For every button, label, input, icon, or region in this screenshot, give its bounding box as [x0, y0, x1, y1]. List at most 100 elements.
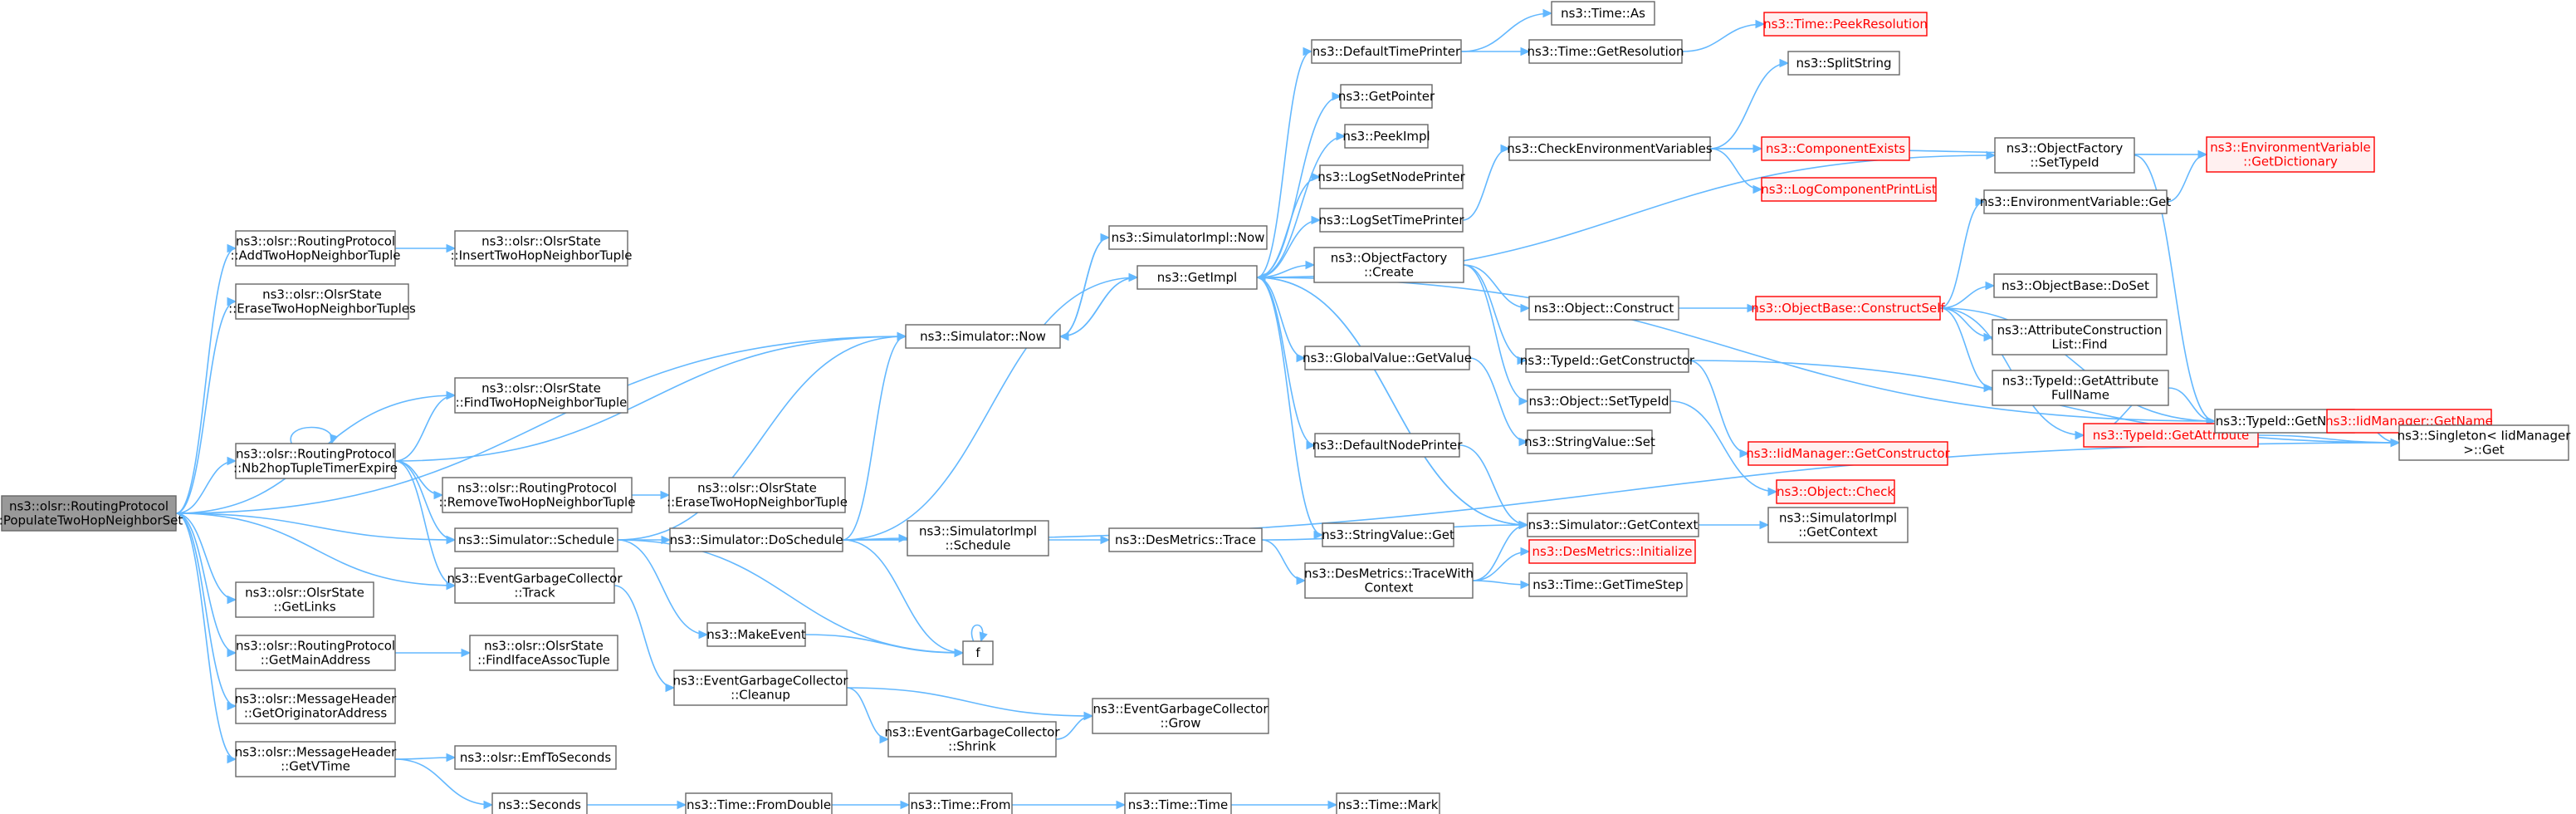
node-timeTime[interactable]: ns3::Time::Time — [1124, 792, 1232, 814]
node-singletonGet-box — [2398, 424, 2569, 461]
node-tidGetAttrFull-label-0: ns3::TypeId::GetAttribute — [2002, 374, 2158, 389]
node-compExists[interactable]: ns3::ComponentExists — [1761, 136, 1910, 161]
node-checkEnv-box — [1508, 136, 1711, 161]
node-singletonGet-label-1: >::Get — [2463, 443, 2505, 458]
node-timeTime-box — [1124, 792, 1232, 814]
edge-objFactCreate-to-typeIdGetCtor-arrowhead — [1517, 356, 1528, 365]
node-getOrig[interactable]: ns3::olsr::MessageHeader::GetOriginatorA… — [235, 688, 397, 724]
node-getOrig-box — [235, 688, 396, 724]
node-envGet[interactable]: ns3::EnvironmentVariable::Get — [1980, 189, 2171, 214]
node-nb2hop[interactable]: ns3::olsr::RoutingProtocol::Nb2hopTupleT… — [233, 443, 398, 479]
node-makeEvent[interactable]: ns3::MakeEvent — [706, 622, 806, 647]
node-fromDouble[interactable]: ns3::Time::FromDouble — [685, 792, 833, 814]
node-objSetTypeId[interactable]: ns3::Object::SetTypeId — [1527, 389, 1671, 414]
node-typeIdGetCtor[interactable]: ns3::TypeId::GetConstructor — [1520, 348, 1695, 373]
node-timeGetStep[interactable]: ns3::Time::GetTimeStep — [1528, 572, 1688, 597]
edge-nb2hop-to-findTwoHop — [394, 395, 456, 462]
node-objFactCreate[interactable]: ns3::ObjectFactory::Create — [1313, 247, 1464, 283]
node-checkEnv[interactable]: ns3::CheckEnvironmentVariables — [1507, 136, 1713, 161]
node-desInit[interactable]: ns3::DesMetrics::Initialize — [1528, 539, 1696, 564]
node-getVTime[interactable]: ns3::olsr::MessageHeader::GetVTime — [235, 741, 397, 777]
node-attrListFind-label-0: ns3::AttributeConstruction — [1997, 323, 2163, 338]
node-emf-box — [454, 745, 617, 770]
node-timeFrom[interactable]: ns3::Time::From — [908, 792, 1013, 814]
node-desTrace[interactable]: ns3::DesMetrics::Trace — [1108, 527, 1263, 552]
node-splitString[interactable]: ns3::SplitString — [1787, 51, 1900, 76]
node-simGetContext[interactable]: ns3::Simulator::GetContext — [1527, 512, 1699, 537]
node-strValSet[interactable]: ns3::StringValue::Set — [1524, 429, 1655, 454]
edge-getVTime-to-seconds — [394, 758, 493, 806]
node-egcTrack[interactable]: ns3::EventGarbageCollector::Track — [447, 567, 623, 604]
node-egcTrack-box — [454, 567, 615, 604]
node-logSetNode[interactable]: ns3::LogSetNodePrinter — [1317, 164, 1466, 189]
node-timeGetRes[interactable]: ns3::Time::GetResolution — [1528, 39, 1684, 64]
node-gvGetValue[interactable]: ns3::GlobalValue::GetValue — [1303, 346, 1472, 370]
node-eraseTwoHop[interactable]: ns3::olsr::OlsrState::EraseTwoHopNeighbo… — [667, 477, 848, 513]
node-seconds[interactable]: ns3::Seconds — [491, 792, 588, 814]
node-iidGetCtor[interactable]: ns3::IidManager::GetConstructor — [1746, 441, 1951, 466]
node-findIface[interactable]: ns3::olsr::OlsrState::FindIfaceAssocTupl… — [469, 635, 618, 671]
node-objFactSetTid[interactable]: ns3::ObjectFactory::SetTypeId — [1994, 137, 2135, 174]
node-envGetDict-box — [2206, 136, 2375, 173]
node-egcShrink[interactable]: ns3::EventGarbageCollector::Shrink — [884, 721, 1060, 758]
edge-getMainAddr-to-findIface-arrowhead — [461, 648, 472, 658]
node-egcCleanup[interactable]: ns3::EventGarbageCollector::Cleanup — [672, 669, 848, 706]
node-objCheck[interactable]: ns3::Object::Check — [1776, 479, 1895, 504]
node-eraseTwoHop-label-0: ns3::olsr::OlsrState — [697, 481, 817, 496]
node-objBaseDoSet[interactable]: ns3::ObjectBase::DoSet — [1993, 273, 2158, 298]
node-peekImpl[interactable]: ns3::PeekImpl — [1342, 124, 1430, 149]
node-eraseTwoHops[interactable]: ns3::olsr::OlsrState::EraseTwoHopNeighbo… — [228, 283, 416, 320]
edge-root-to-addTwoHop-arrowhead — [227, 243, 237, 253]
node-findTwoHop[interactable]: ns3::olsr::OlsrState::FindTwoHopNeighbor… — [454, 377, 628, 414]
edge-getImpl-to-logSetNode — [1256, 176, 1321, 278]
node-timeMark[interactable]: ns3::Time::Mark — [1336, 792, 1440, 814]
node-egcGrow[interactable]: ns3::EventGarbageCollector::Grow — [1092, 698, 1269, 734]
node-timeAs[interactable]: ns3::Time::As — [1551, 1, 1655, 26]
edge-root-to-getMainAddr — [175, 512, 237, 654]
node-doSchedule[interactable]: ns3::Simulator::DoSchedule — [669, 527, 843, 552]
node-insertTwoHop[interactable]: ns3::olsr::OlsrState::InsertTwoHopNeighb… — [450, 230, 633, 267]
node-fromDouble-label-0: ns3::Time::FromDouble — [687, 797, 831, 812]
node-timeGetRes-label-0: ns3::Time::GetResolution — [1528, 44, 1684, 59]
node-logSetNode-box — [1319, 164, 1464, 189]
node-addTwoHop[interactable]: ns3::olsr::RoutingProtocol::AddTwoHopNei… — [230, 230, 401, 267]
edge-doSchedule-to-f — [842, 539, 964, 654]
node-singletonGet[interactable]: ns3::Singleton< IidManager >::Get — [2398, 424, 2572, 461]
node-fromDouble-box — [685, 792, 833, 814]
node-getMainAddr[interactable]: ns3::olsr::RoutingProtocol::GetMainAddre… — [235, 635, 396, 671]
node-root[interactable]: ns3::olsr::RoutingProtocol::PopulateTwoH… — [0, 495, 183, 532]
node-defTimePrinter[interactable]: ns3::DefaultTimePrinter — [1311, 39, 1462, 64]
node-simImplSchedule[interactable]: ns3::SimulatorImpl::Schedule — [907, 520, 1049, 557]
node-objConstruct[interactable]: ns3::Object::Construct — [1528, 296, 1679, 321]
node-simNow[interactable]: ns3::Simulator::Now — [905, 324, 1061, 349]
node-timeAs-box — [1551, 1, 1655, 26]
node-strValGet[interactable]: ns3::StringValue::Get — [1322, 522, 1454, 547]
node-schedule[interactable]: ns3::Simulator::Schedule — [454, 527, 618, 552]
node-envGetDict[interactable]: ns3::EnvironmentVariable::GetDictionary — [2206, 136, 2375, 173]
node-emf[interactable]: ns3::olsr::EmfToSeconds — [454, 745, 617, 770]
node-objFactSetTid-box — [1994, 137, 2135, 174]
node-getOrig-label-1: ::GetOriginatorAddress — [244, 706, 388, 721]
edge-egcCleanup-to-egcShrink — [846, 687, 889, 740]
node-removeTwoHop[interactable]: ns3::olsr::RoutingProtocol::RemoveTwoHop… — [439, 477, 636, 513]
node-splitString-label-0: ns3::SplitString — [1796, 56, 1892, 71]
node-f[interactable]: f — [962, 640, 994, 665]
edge-nb2hop-to-egcTrack — [394, 460, 456, 586]
node-tidGetAttrFull-label-1: FullName — [2051, 388, 2109, 403]
edge-nb2hop-to-egcTrack-arrowhead — [446, 581, 457, 591]
node-root-label-1: ::PopulateTwoHopNeighborSet — [0, 513, 183, 528]
node-logSetTime[interactable]: ns3::LogSetTimePrinter — [1318, 208, 1464, 233]
node-objBaseCS[interactable]: ns3::ObjectBase::ConstructSelf — [1751, 296, 1945, 321]
node-getPointer[interactable]: ns3::GetPointer — [1338, 84, 1435, 109]
node-simImplGetCtx[interactable]: ns3::SimulatorImpl::GetContext — [1767, 507, 1909, 543]
node-getLinks[interactable]: ns3::olsr::OlsrState::GetLinks — [235, 581, 374, 618]
node-getImpl[interactable]: ns3::GetImpl — [1136, 265, 1258, 290]
node-logCompPrint[interactable]: ns3::LogComponentPrintList — [1761, 177, 1937, 202]
node-logCompPrint-box — [1761, 177, 1937, 202]
node-simImplNow[interactable]: ns3::SimulatorImpl::Now — [1108, 225, 1268, 250]
node-defNodePrinter[interactable]: ns3::DefaultNodePrinter — [1312, 433, 1464, 458]
node-timePeekRes[interactable]: ns3::Time::PeekResolution — [1763, 12, 1928, 37]
